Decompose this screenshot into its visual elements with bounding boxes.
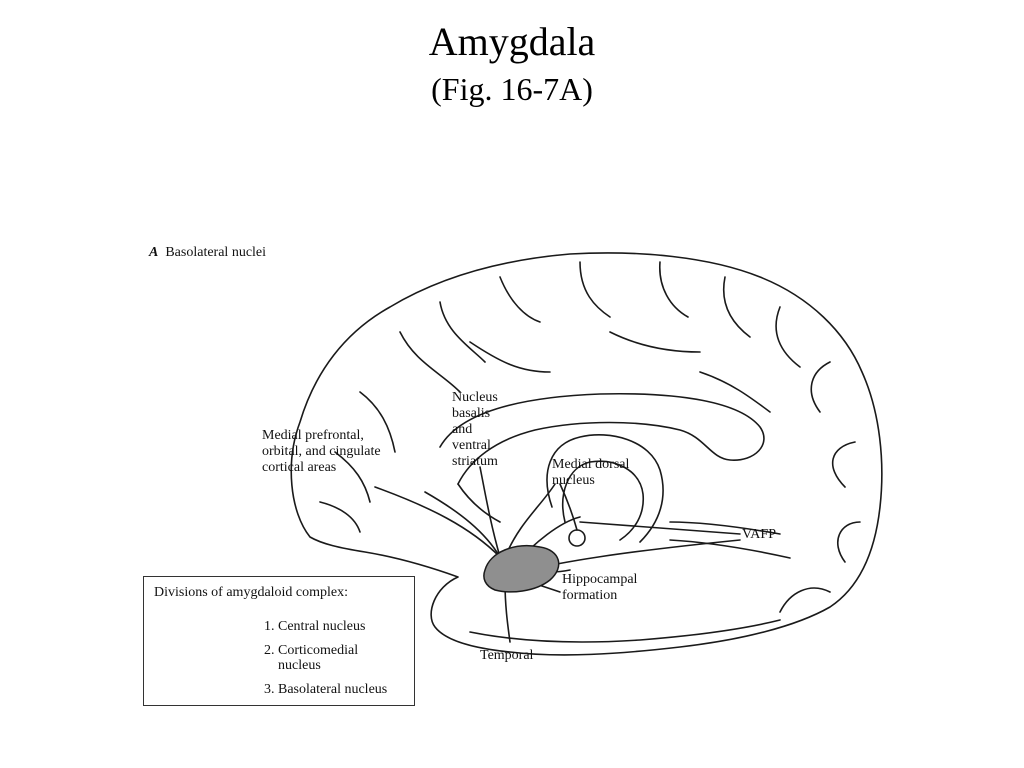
legend-title: Divisions of amygdaloid complex: (154, 585, 349, 600)
legend-item-basolateral: 3. Basolateral nucleus (264, 682, 388, 697)
label-vafp: VAFP (742, 527, 776, 542)
corpus-callosum (439, 392, 765, 485)
label-temporal: Temporal (480, 648, 534, 663)
label-medial-prefrontal: Medial prefrontal, orbital, and cingulat… (262, 428, 381, 475)
brain-outline (290, 252, 883, 656)
panel-label: A Basolateral nuclei (149, 245, 266, 261)
slide-subtitle: (Fig. 16-7A) (431, 71, 593, 107)
amygdala (483, 545, 560, 593)
label-nucleus-basalis: Nucleus basalis and ventral striatum (452, 390, 498, 469)
thalamus-arc (546, 434, 664, 543)
legend-box: Divisions of amygdaloid complex: 1. Cent… (143, 576, 415, 706)
label-hippocampal: Hippocampal formation (562, 572, 638, 603)
legend-item-corticomedial: 2. Corticomedial nucleus (264, 643, 359, 673)
legend-item-central: 1. Central nucleus (264, 619, 366, 634)
panel-title: Basolateral nuclei (165, 245, 267, 260)
brain-figure: A Basolateral nuclei Medial prefrontal, … (140, 222, 892, 712)
panel-letter: A (149, 245, 159, 260)
brainstem (669, 521, 791, 559)
label-medial-dorsal: Medial dorsal nucleus (552, 457, 630, 488)
slide-title: Amygdala (428, 19, 596, 64)
mammillary-body (568, 529, 586, 547)
projection-arrows (374, 466, 741, 643)
